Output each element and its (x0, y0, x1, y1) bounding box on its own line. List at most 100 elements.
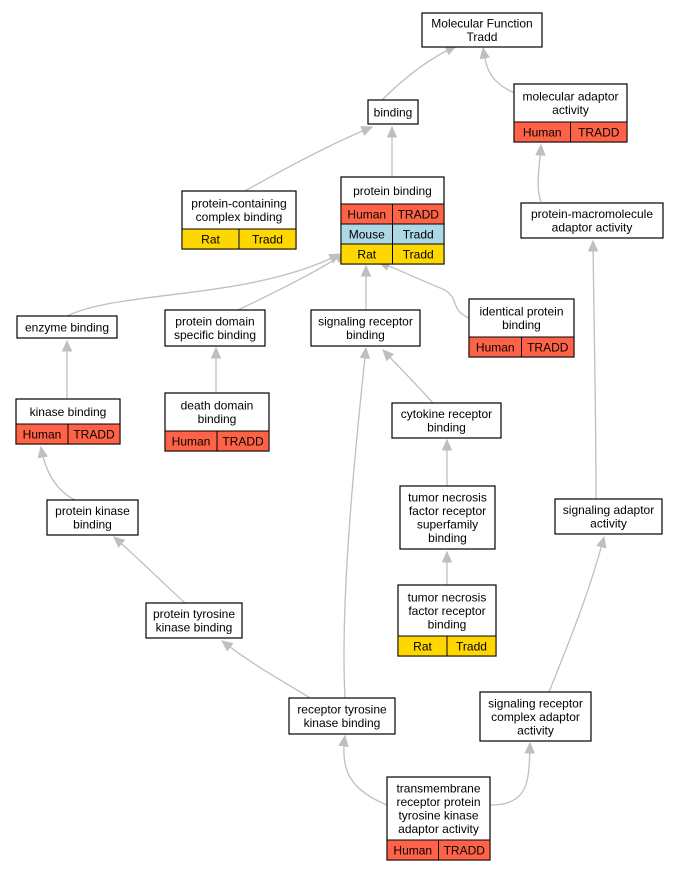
gene-cell (438, 839, 491, 861)
gene-symbol: Tradd (403, 228, 434, 242)
edge-connector (382, 349, 434, 404)
gene-symbol: TRADD (527, 341, 569, 355)
edge-connector (489, 741, 535, 806)
node-label-line: binding (198, 412, 237, 426)
arrowhead (382, 349, 395, 362)
node-label-line: binding (428, 617, 467, 631)
edge-line (244, 126, 373, 192)
node-box (145, 602, 243, 639)
node-label-line: death domain (181, 399, 254, 413)
edge-connector (548, 535, 607, 693)
node-label-line: protein kinase (55, 504, 130, 518)
arrowhead (360, 126, 374, 136)
gene-cell (446, 635, 497, 657)
edge-line (113, 536, 186, 604)
node-label-line: identical protein (479, 305, 563, 319)
edge-line (592, 240, 597, 500)
gene-cell (392, 243, 445, 265)
node-label-line: activity (590, 517, 627, 531)
edge-connector (338, 734, 388, 806)
species-label: Human (476, 341, 515, 355)
node-label-line: enzyme binding (25, 320, 109, 334)
node-box (520, 202, 664, 239)
node-label-line: binding (427, 421, 466, 435)
node-box (421, 12, 543, 48)
node-label-line: signaling adaptor (563, 503, 654, 517)
node-label-line: superfamily (417, 518, 478, 532)
go-term-node-enz[interactable]: enzyme binding (16, 315, 118, 339)
node-label-line: kinase binding (156, 621, 233, 635)
node-label-line: activity (552, 103, 589, 117)
go-term-node-binding[interactable]: binding (367, 99, 419, 125)
node-box (391, 402, 502, 439)
species-label: Human (23, 428, 62, 442)
edge-line (66, 253, 341, 317)
node-label-line: complex binding (196, 210, 283, 224)
node-label-line: Tradd (467, 30, 498, 44)
edge-connector (221, 640, 311, 699)
species-label: Rat (201, 233, 220, 247)
edge-connector (386, 125, 398, 177)
edge-connector (587, 239, 599, 500)
node-label-line: factor receptor (408, 604, 485, 618)
gene-symbol: TRADD (398, 208, 440, 222)
node-label-line: binding (502, 318, 541, 332)
node-label-line: protein-containing (191, 197, 286, 211)
node-label-line: signaling receptor (318, 315, 413, 329)
arrowhead (524, 741, 535, 754)
node-label-line: receptor protein (396, 795, 480, 809)
gene-cell (521, 336, 575, 358)
gene-symbol: TRADD (73, 428, 115, 442)
edge-layer (37, 45, 607, 806)
arrowhead (113, 536, 126, 548)
edge-connector (441, 438, 453, 486)
node-box (479, 691, 592, 742)
arrowhead (61, 339, 73, 352)
gene-symbol: TRADD (444, 844, 486, 858)
edge-connector (37, 445, 76, 501)
edge-connector (343, 346, 371, 699)
gene-symbol: Tradd (403, 248, 434, 262)
arrowhead (535, 143, 546, 156)
species-label: Rat (413, 640, 432, 654)
node-box (310, 309, 421, 347)
node-label-line: binding (73, 518, 112, 532)
edge-line (548, 536, 605, 693)
gene-symbol: TRADD (222, 435, 264, 449)
node-label-line: Molecular Function (431, 17, 532, 31)
node-label-line: complex adaptor (491, 710, 580, 724)
edge-line (343, 347, 367, 699)
node-label-line: receptor tyrosine (297, 703, 387, 717)
node-label-line: kinase binding (30, 405, 107, 419)
edge-connector (244, 126, 374, 192)
species-label: Rat (357, 248, 376, 262)
species-label: Human (393, 844, 432, 858)
node-box (367, 99, 419, 125)
node-label-line: tyrosine kinase (398, 809, 478, 823)
node-label-line: adaptor activity (398, 822, 479, 836)
edge-line (381, 45, 457, 101)
node-label-line: cytokine receptor (401, 407, 492, 421)
species-label: Human (347, 208, 386, 222)
edge-line (382, 349, 434, 404)
